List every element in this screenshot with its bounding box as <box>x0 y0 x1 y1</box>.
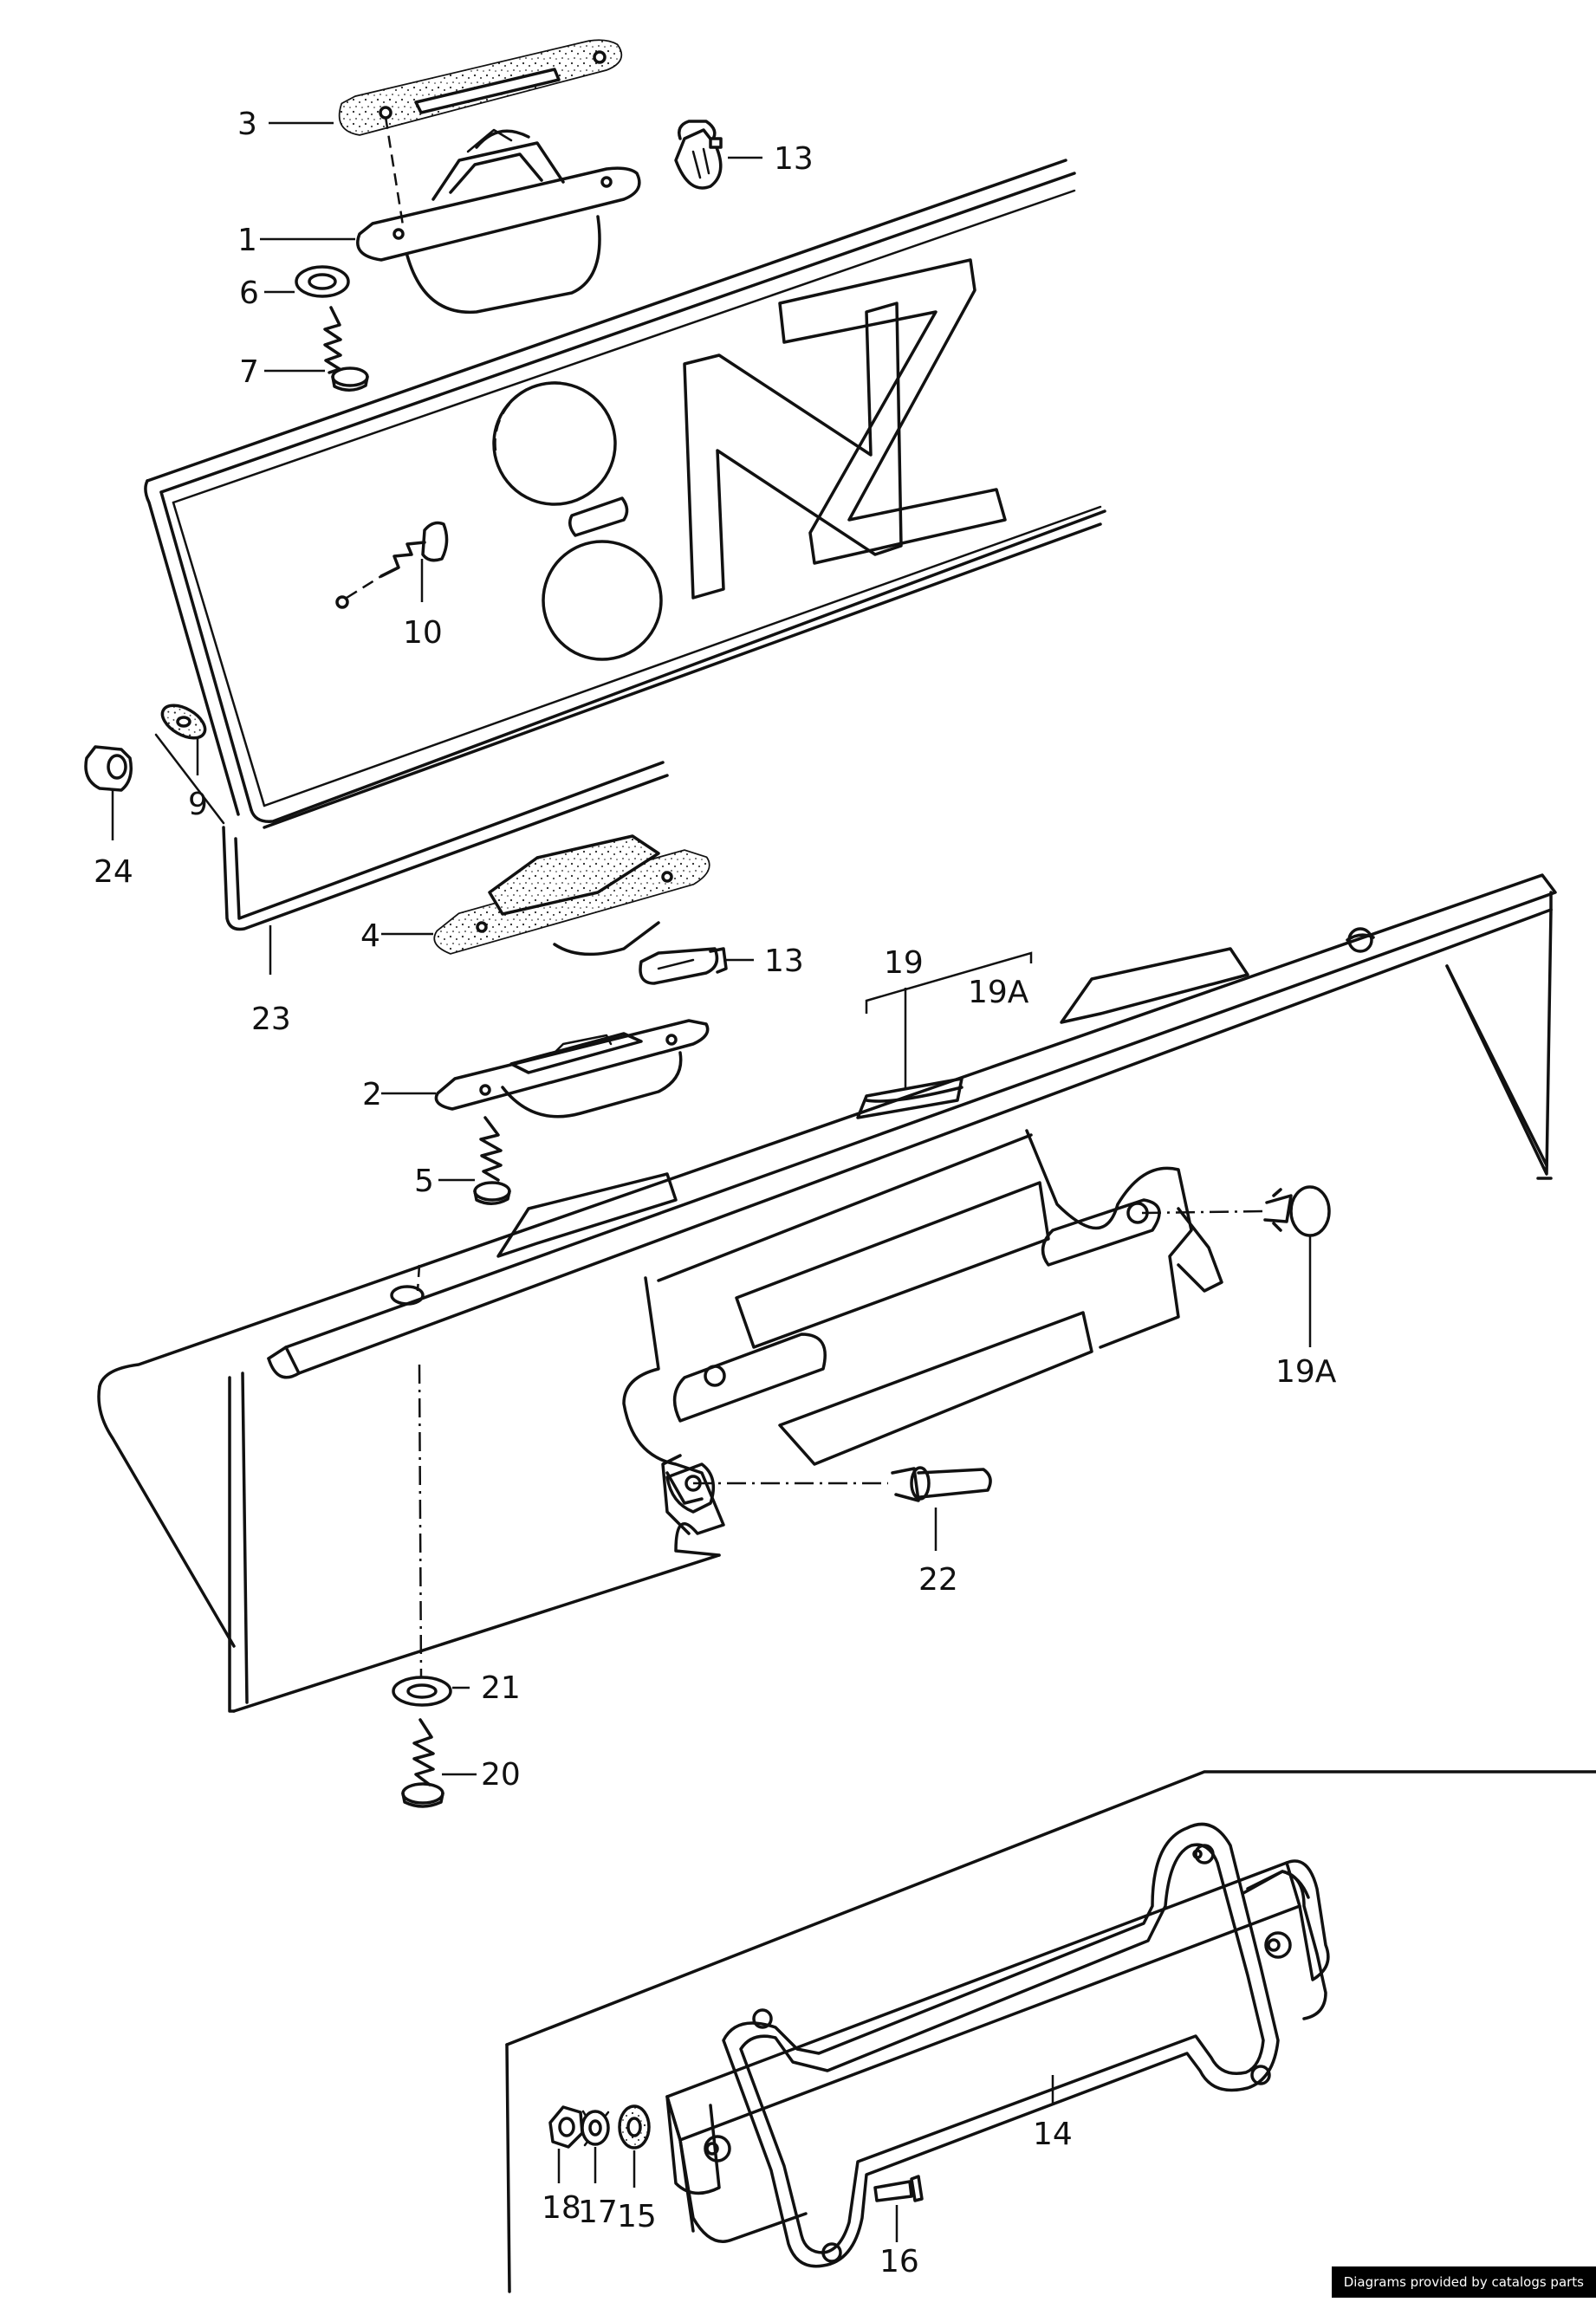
callout-23: 23 <box>251 1002 291 1037</box>
attribution-badge: Diagrams provided by catalogs parts <box>1331 2266 1596 2298</box>
callout-14: 14 <box>1033 2117 1073 2152</box>
gasket-part-4 <box>433 834 710 956</box>
nut-part-24 <box>84 745 133 792</box>
callout-9: 9 <box>188 787 208 822</box>
callout-1: 1 <box>237 223 257 258</box>
callout-labels: 3 13 1 6 7 10 9 24 23 4 13 19 19A 2 5 19… <box>94 107 1337 2279</box>
nut-part-18 <box>548 2105 584 2149</box>
lamp-housing-part-1 <box>356 116 641 314</box>
callout-16: 16 <box>879 2244 919 2279</box>
callout-17: 17 <box>578 2195 618 2230</box>
plate-letters <box>683 258 1007 600</box>
screw-part-7 <box>323 306 369 392</box>
bulb-part-13-top <box>674 120 723 190</box>
callout-3: 3 <box>237 107 257 142</box>
mounting-bracket-part-14 <box>665 1822 1330 2268</box>
callout-22: 22 <box>918 1562 958 1598</box>
callout-21: 21 <box>481 1670 521 1706</box>
plate-bracket-part-19 <box>97 873 1557 1713</box>
lock-washer-part-17 <box>581 2110 610 2147</box>
screw-part-5 <box>473 1116 511 1205</box>
callout-20: 20 <box>481 1757 521 1793</box>
callout-13-mid: 13 <box>764 943 804 979</box>
callout-10: 10 <box>403 615 443 651</box>
callout-15: 15 <box>617 2199 657 2234</box>
bolt-part-16 <box>873 2175 924 2202</box>
bulb-part-13-middle <box>639 947 728 985</box>
callout-6: 6 <box>239 276 259 311</box>
washer-part-6 <box>295 265 350 298</box>
pin-part-22 <box>891 1466 992 1502</box>
callout-2: 2 <box>362 1077 382 1112</box>
washer-part-9 <box>160 704 207 740</box>
callout-13-top: 13 <box>774 141 814 177</box>
screw-part-10 <box>335 521 449 609</box>
callout-4: 4 <box>360 918 380 954</box>
callout-5: 5 <box>414 1164 434 1199</box>
callout-19A-top: 19A <box>968 975 1029 1010</box>
license-plate <box>144 159 1106 931</box>
washer-part-15 <box>618 2104 651 2150</box>
callout-24: 24 <box>94 854 133 890</box>
washer-part-21 <box>392 1676 452 1707</box>
gasket-part-3 <box>338 39 623 136</box>
clip-part-19A <box>1263 1185 1331 1237</box>
callout-18: 18 <box>542 2190 581 2226</box>
leader-lines <box>111 121 1312 2242</box>
screw-part-20 <box>401 1718 444 1808</box>
inset-frame <box>505 1770 1596 2293</box>
callout-19: 19 <box>884 945 924 981</box>
callout-19A-right: 19A <box>1275 1354 1337 1390</box>
lamp-base-part-2 <box>434 1019 710 1119</box>
callout-7: 7 <box>239 354 259 390</box>
